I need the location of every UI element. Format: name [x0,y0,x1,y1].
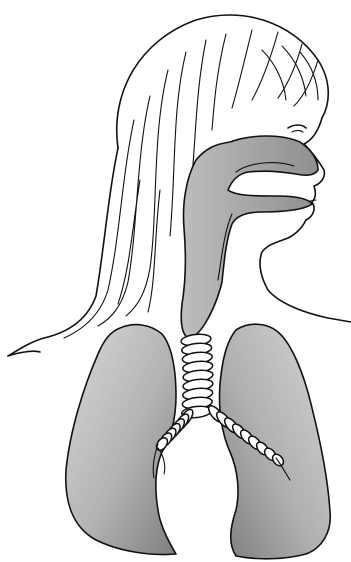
hair [8,15,328,356]
right-lung [219,324,330,559]
eye-icon [288,125,306,128]
trachea [181,333,214,419]
upper-airway [181,136,318,338]
